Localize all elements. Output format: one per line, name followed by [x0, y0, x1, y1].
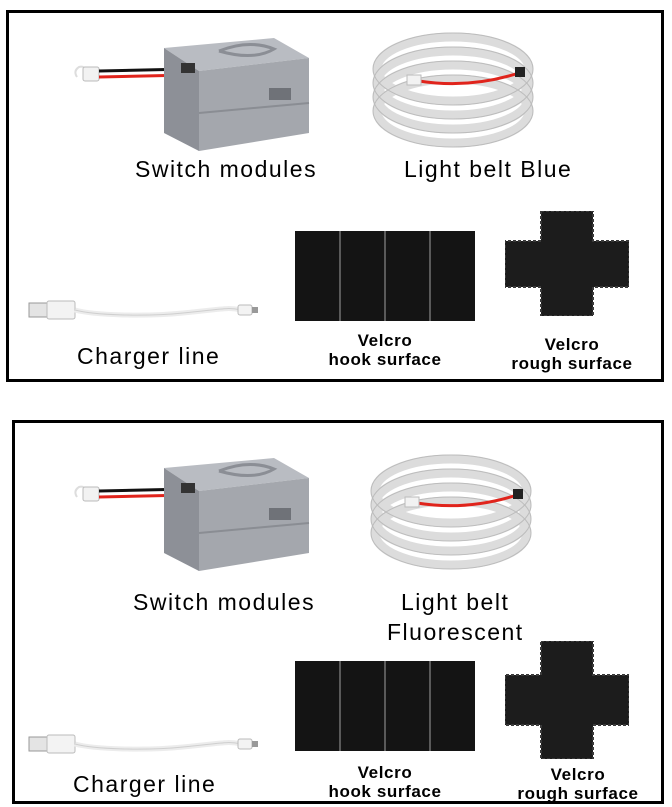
light-belt-label: Light belt Blue [404, 156, 573, 182]
light-belt-image [367, 447, 537, 577]
velcro-hook-label-line1: Velcro [357, 763, 413, 782]
velcro-rough-label-line2: rough surface [517, 784, 639, 803]
product-panel-blue: Switch modules Light belt Blue [6, 10, 664, 382]
velcro-rough-label-line1: Velcro [544, 335, 600, 354]
charger-line-label: Charger line [73, 771, 217, 797]
velcro-hook-label-line2: hook surface [328, 350, 442, 369]
light-belt-image [369, 25, 539, 155]
velcro-rough-label: Velcro rough surface [503, 765, 653, 803]
velcro-hook-image [295, 231, 475, 321]
velcro-hook-image [295, 661, 475, 751]
velcro-rough-label-line1: Velcro [550, 765, 606, 784]
light-belt-label-line2: Fluorescent [387, 619, 524, 645]
velcro-hook-label: Velcro hook surface [299, 331, 471, 369]
velcro-rough-image [505, 641, 629, 759]
switch-modules-label: Switch modules [133, 589, 316, 615]
switch-module-image [69, 453, 319, 571]
velcro-rough-label: Velcro rough surface [497, 335, 647, 373]
velcro-hook-label-line2: hook surface [328, 782, 442, 801]
charger-line-image [23, 295, 263, 325]
velcro-rough-label-line2: rough surface [511, 354, 633, 373]
switch-modules-label: Switch modules [135, 156, 318, 182]
switch-module-image [69, 33, 319, 151]
charger-line-image [23, 729, 263, 759]
velcro-rough-image [505, 211, 629, 316]
velcro-hook-label-line1: Velcro [357, 331, 413, 350]
charger-line-label: Charger line [77, 343, 221, 369]
velcro-hook-label: Velcro hook surface [299, 763, 471, 801]
light-belt-label-line1: Light belt [401, 589, 510, 615]
product-panel-fluorescent: Switch modules Light belt Fluorescent [12, 420, 664, 804]
